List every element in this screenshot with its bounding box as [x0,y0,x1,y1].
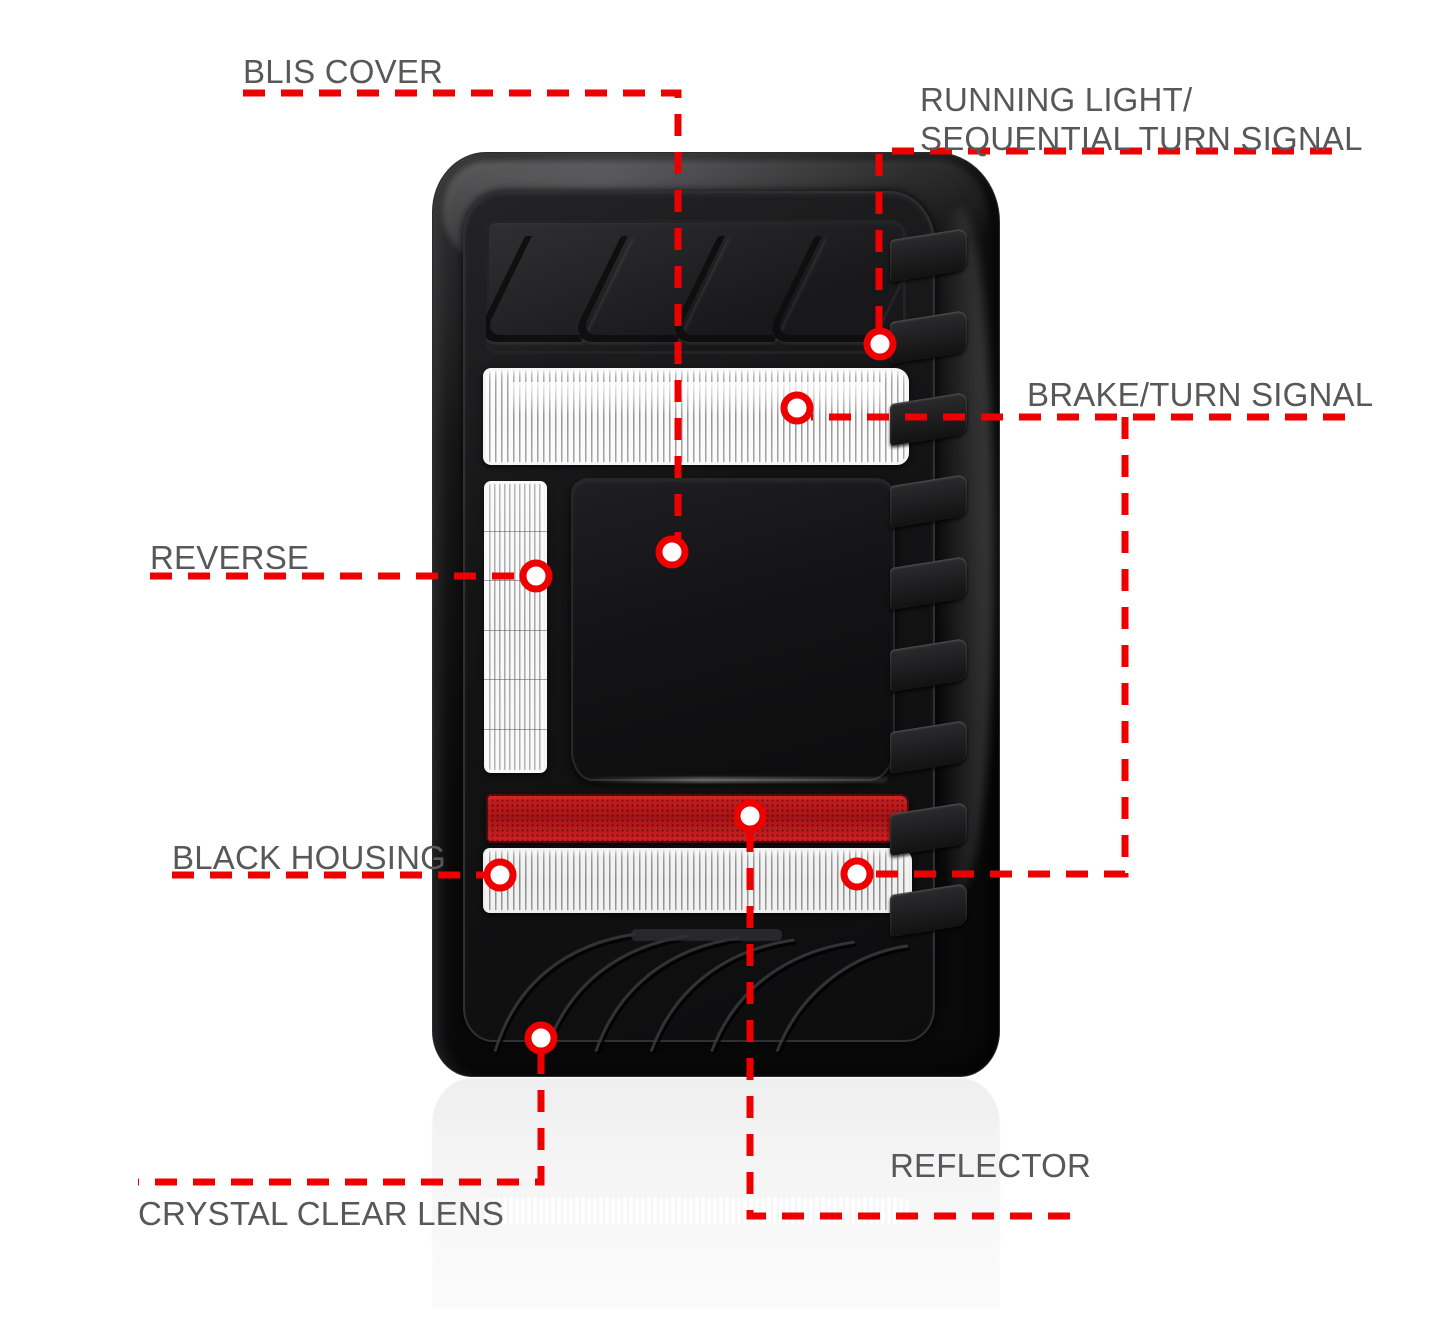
callout-label-black-housing: BLACK HOUSING [172,839,446,876]
callout-label-reflector: REFLECTOR [890,1147,1092,1184]
black-housing-part [432,152,1000,1077]
product-reflection [432,1078,1000,1308]
callout-label-running-light: RUNNING LIGHT/ SEQUENTIAL TURN SIGNAL [920,81,1363,157]
blis-cover-panel [571,477,895,781]
side-fin-strip [886,226,968,1022]
callout-label-blis-cover: BLIS COVER [243,53,444,90]
reverse-lens [484,481,547,773]
callout-label-brake-turn-signal: BRAKE/TURN SIGNAL [1027,376,1374,413]
callout-label-crystal-clear-lens: CRYSTAL CLEAR LENS [138,1195,505,1232]
crystal-clear-lens-lower [483,847,912,914]
reflector-strip [485,793,910,843]
tail-light-product [432,152,1000,1077]
callout-label-reverse: REVERSE [150,539,310,576]
brake-turn-signal-lens [483,368,910,465]
running-light-panel [485,219,907,354]
reflection-body [432,1078,1000,1308]
reflection-lens [483,1198,910,1224]
bottom-swoosh-area [475,924,918,1054]
